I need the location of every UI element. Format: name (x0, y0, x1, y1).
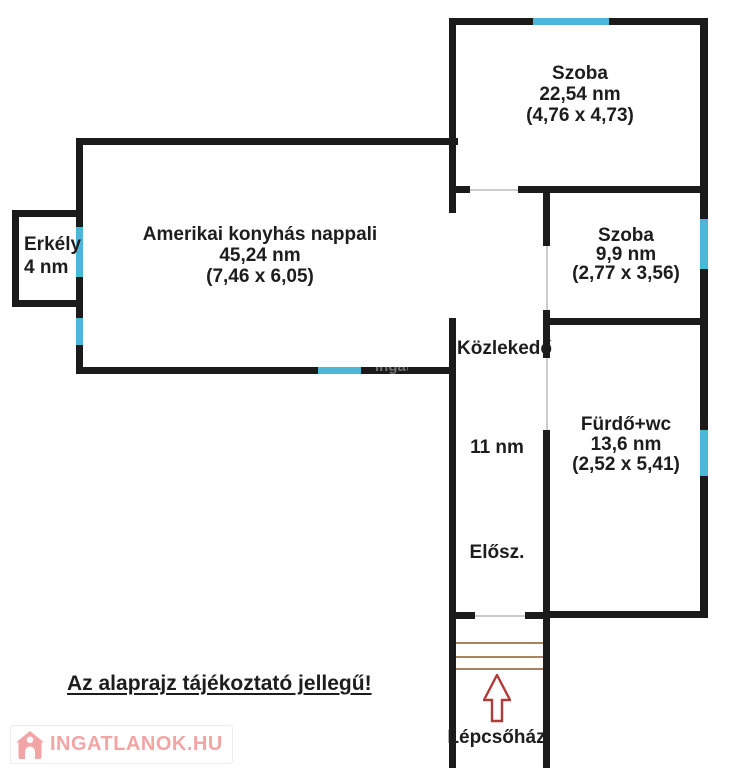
up-arrow-icon (482, 672, 512, 723)
window-segment (700, 219, 708, 269)
wall-segment (12, 210, 19, 307)
corridor-label: Közlekedő (457, 338, 552, 359)
room-label-erkely: Erkély 4 nm (24, 233, 81, 279)
room-name: Lépcsőház (447, 727, 546, 748)
wall-segment (550, 611, 708, 618)
window-segment (318, 367, 361, 374)
room-dimensions: (2,52 x 5,41) (572, 454, 680, 475)
room-area: 11 nm (470, 437, 524, 458)
window-segment (533, 18, 609, 25)
window-segment (76, 318, 83, 345)
door-gap (546, 246, 548, 310)
room-area: 45,24 nm (219, 245, 301, 266)
stair-line (456, 668, 543, 670)
room-name: Elősz. (469, 542, 525, 563)
stair-line (456, 642, 543, 644)
door-gap (470, 189, 518, 191)
staircase-label: Lépcsőház (447, 727, 546, 748)
wall-segment (449, 318, 456, 768)
watermark-badge: INGATLANOK.HU (10, 725, 233, 764)
ghost-watermark: ingatlanok.hu (375, 359, 408, 374)
wall-segment (449, 612, 475, 619)
room-area: 9,9 nm (595, 244, 657, 265)
room-label-furdo: Fürdő+wc 13,6 nm (2,52 x 5,41) (550, 415, 702, 475)
window-segment (76, 227, 83, 277)
door-gap (546, 358, 548, 430)
disclaimer-text: Az alaprajz tájékoztató jellegű! (67, 672, 372, 695)
room-area: 4 nm (24, 257, 69, 278)
wall-segment (12, 300, 76, 307)
room-name: Szoba (598, 225, 654, 246)
room-label-nappali: Amerikai konyhás nappali 45,24 nm (7,46 … (80, 224, 440, 287)
room-dimensions: (4,76 x 4,73) (526, 105, 634, 126)
room-area: 22,54 nm (539, 84, 621, 105)
wall-segment (12, 210, 76, 217)
room-label-szoba-small: Szoba 9,9 nm (2,77 x 3,56) (550, 226, 702, 283)
room-name: Közlekedő (457, 338, 553, 359)
house-icon (15, 730, 45, 760)
door-gap (475, 615, 525, 617)
wall-segment (76, 138, 458, 145)
room-dimensions: (2,77 x 3,56) (572, 263, 680, 284)
room-name: Fürdő+wc (580, 414, 672, 435)
room-name: Szoba (552, 63, 608, 84)
wall-segment (543, 186, 550, 246)
wall-segment (543, 430, 550, 768)
wall-segment (525, 612, 550, 619)
room-name: Erkély (24, 234, 82, 255)
watermark-brand-text: INGATLANOK.HU (50, 733, 223, 755)
stair-line (456, 656, 543, 658)
wall-segment (543, 318, 708, 325)
window-segment (700, 430, 708, 476)
wall-segment (449, 18, 456, 213)
wall-segment (76, 367, 455, 374)
wall-segment (450, 186, 470, 193)
room-area: 13,6 nm (590, 434, 662, 455)
wall-segment (518, 186, 708, 193)
room-label-szoba-top: Szoba 22,54 nm (4,76 x 4,73) (455, 63, 705, 126)
eloszoba-label: Elősz. (449, 542, 545, 563)
corridor-area-label: 11 nm (449, 437, 545, 458)
room-dimensions: (7,46 x 6,05) (206, 266, 314, 287)
room-name: Amerikai konyhás nappali (142, 224, 378, 245)
wall-segment (543, 310, 550, 358)
